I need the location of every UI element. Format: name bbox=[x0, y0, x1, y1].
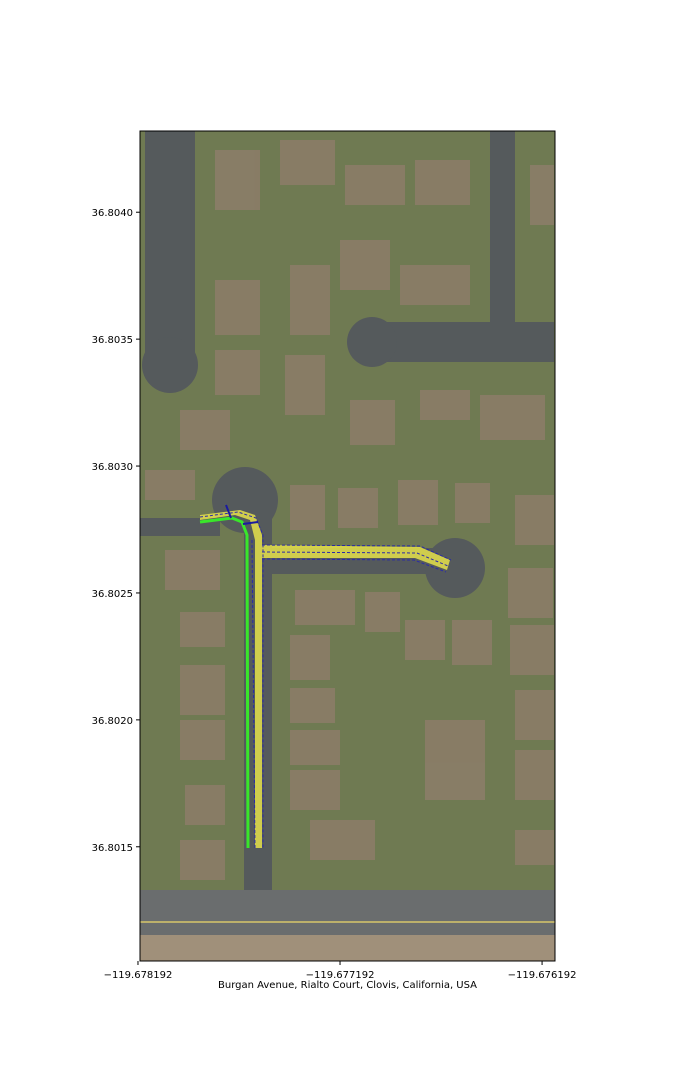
x-tick-label: −119.678192 bbox=[104, 970, 173, 981]
x-tick-label: −119.677192 bbox=[306, 970, 375, 981]
axes-frame bbox=[139, 130, 556, 962]
lane-area-rialto bbox=[200, 510, 262, 848]
lane-boundary-outer bbox=[199, 511, 264, 848]
aerial-imagery bbox=[140, 131, 555, 961]
roadside-lot bbox=[140, 935, 555, 961]
lane-overlays bbox=[199, 504, 452, 849]
y-tick-label: 36.8040 bbox=[92, 208, 133, 219]
lane-area-branch bbox=[262, 545, 450, 570]
x-axis-label: Burgan Avenue, Rialto Court, Clovis, Cal… bbox=[218, 980, 477, 991]
roads bbox=[140, 131, 555, 955]
stop-marker-west bbox=[225, 504, 232, 519]
house-rooftops bbox=[145, 140, 554, 880]
lane-boundary-inner bbox=[251, 539, 256, 849]
y-tick-label: 36.8020 bbox=[92, 716, 133, 727]
lane-boundary-branch bbox=[261, 544, 452, 573]
centerline bbox=[199, 516, 250, 849]
y-tick-label: 36.8030 bbox=[92, 462, 133, 473]
stop-marker-south bbox=[242, 521, 259, 525]
y-tick-label: 36.8015 bbox=[92, 843, 133, 854]
y-tick-label: 36.8035 bbox=[92, 335, 133, 346]
x-tick-label: −119.676192 bbox=[508, 970, 577, 981]
y-tick-label: 36.8025 bbox=[92, 589, 133, 600]
axis-ticks: −119.678192 −119.677192 −119.676192 36.8040… bbox=[92, 208, 577, 981]
